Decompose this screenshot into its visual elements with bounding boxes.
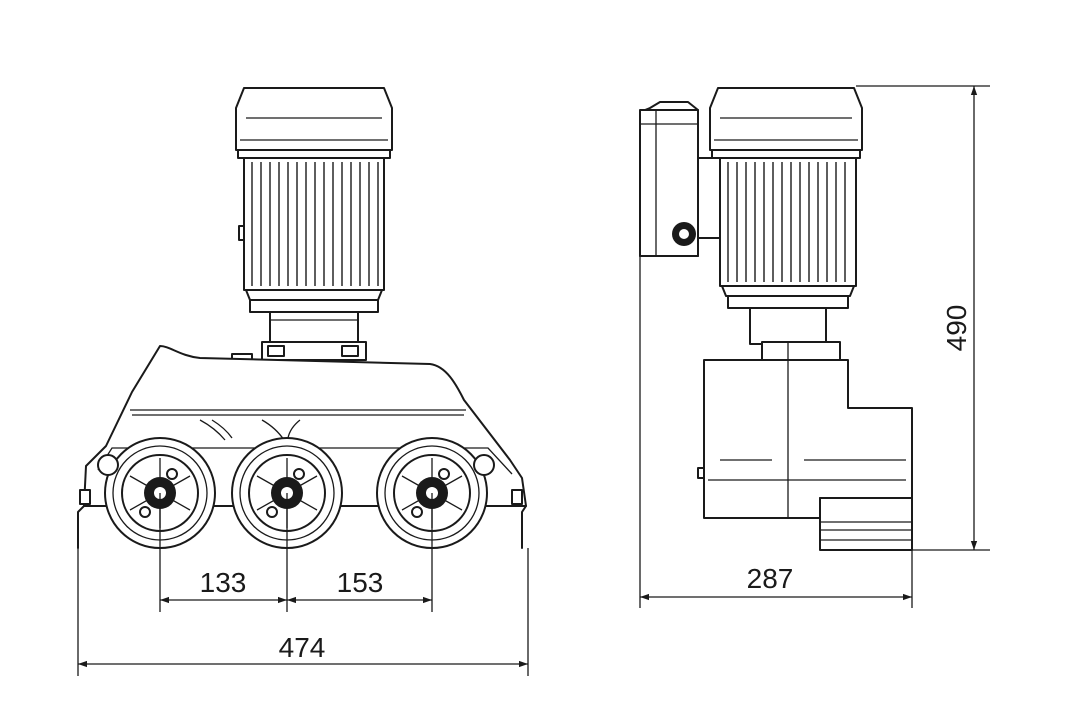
front-view — [77, 87, 527, 549]
side-view — [639, 87, 913, 551]
dimension-lines — [77, 85, 990, 676]
dimension-labels: 133 153 474 287 490 — [200, 305, 972, 663]
terminal-box — [639, 101, 729, 257]
motor-flange — [231, 341, 367, 361]
dim-label-153: 153 — [337, 567, 384, 598]
side-motor-body — [719, 157, 857, 345]
dim-label-474: 474 — [279, 632, 326, 663]
dim-label-133: 133 — [200, 567, 247, 598]
dim-label-287: 287 — [747, 563, 794, 594]
motor-fan-cover — [235, 87, 393, 159]
side-motor-fan-cover — [709, 87, 863, 159]
motor-body — [238, 157, 385, 343]
side-gearbox — [697, 341, 913, 551]
dim-label-490: 490 — [941, 305, 972, 352]
